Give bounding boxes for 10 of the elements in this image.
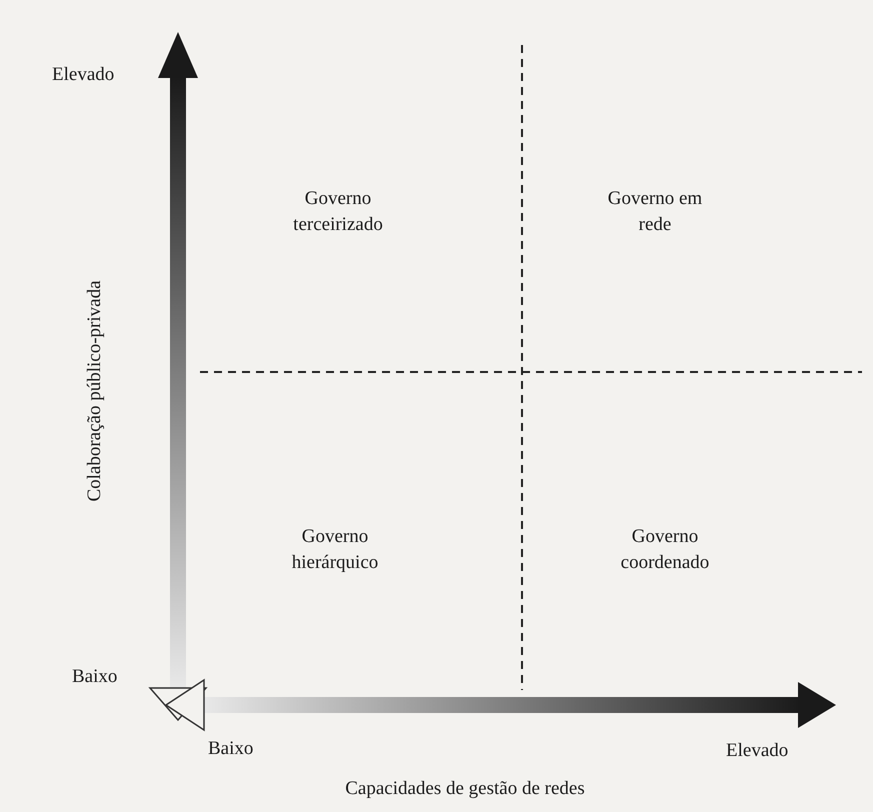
axis-label: Governo coordenado	[620, 525, 710, 575]
axis-label: Governo em rede	[606, 187, 704, 237]
axis-label: Baixo	[72, 665, 118, 689]
axis-label: Elevado	[726, 739, 788, 763]
axis-label: Governo terceirizado	[292, 187, 384, 237]
axis-label: Elevado	[52, 63, 114, 87]
axis-label: Governo hierárquico	[290, 525, 380, 575]
axis-label: Capacidades de gestão de redes	[344, 777, 586, 801]
axis-title: Colaboração público-privada	[83, 279, 106, 504]
axis-label: Baixo	[208, 737, 254, 761]
